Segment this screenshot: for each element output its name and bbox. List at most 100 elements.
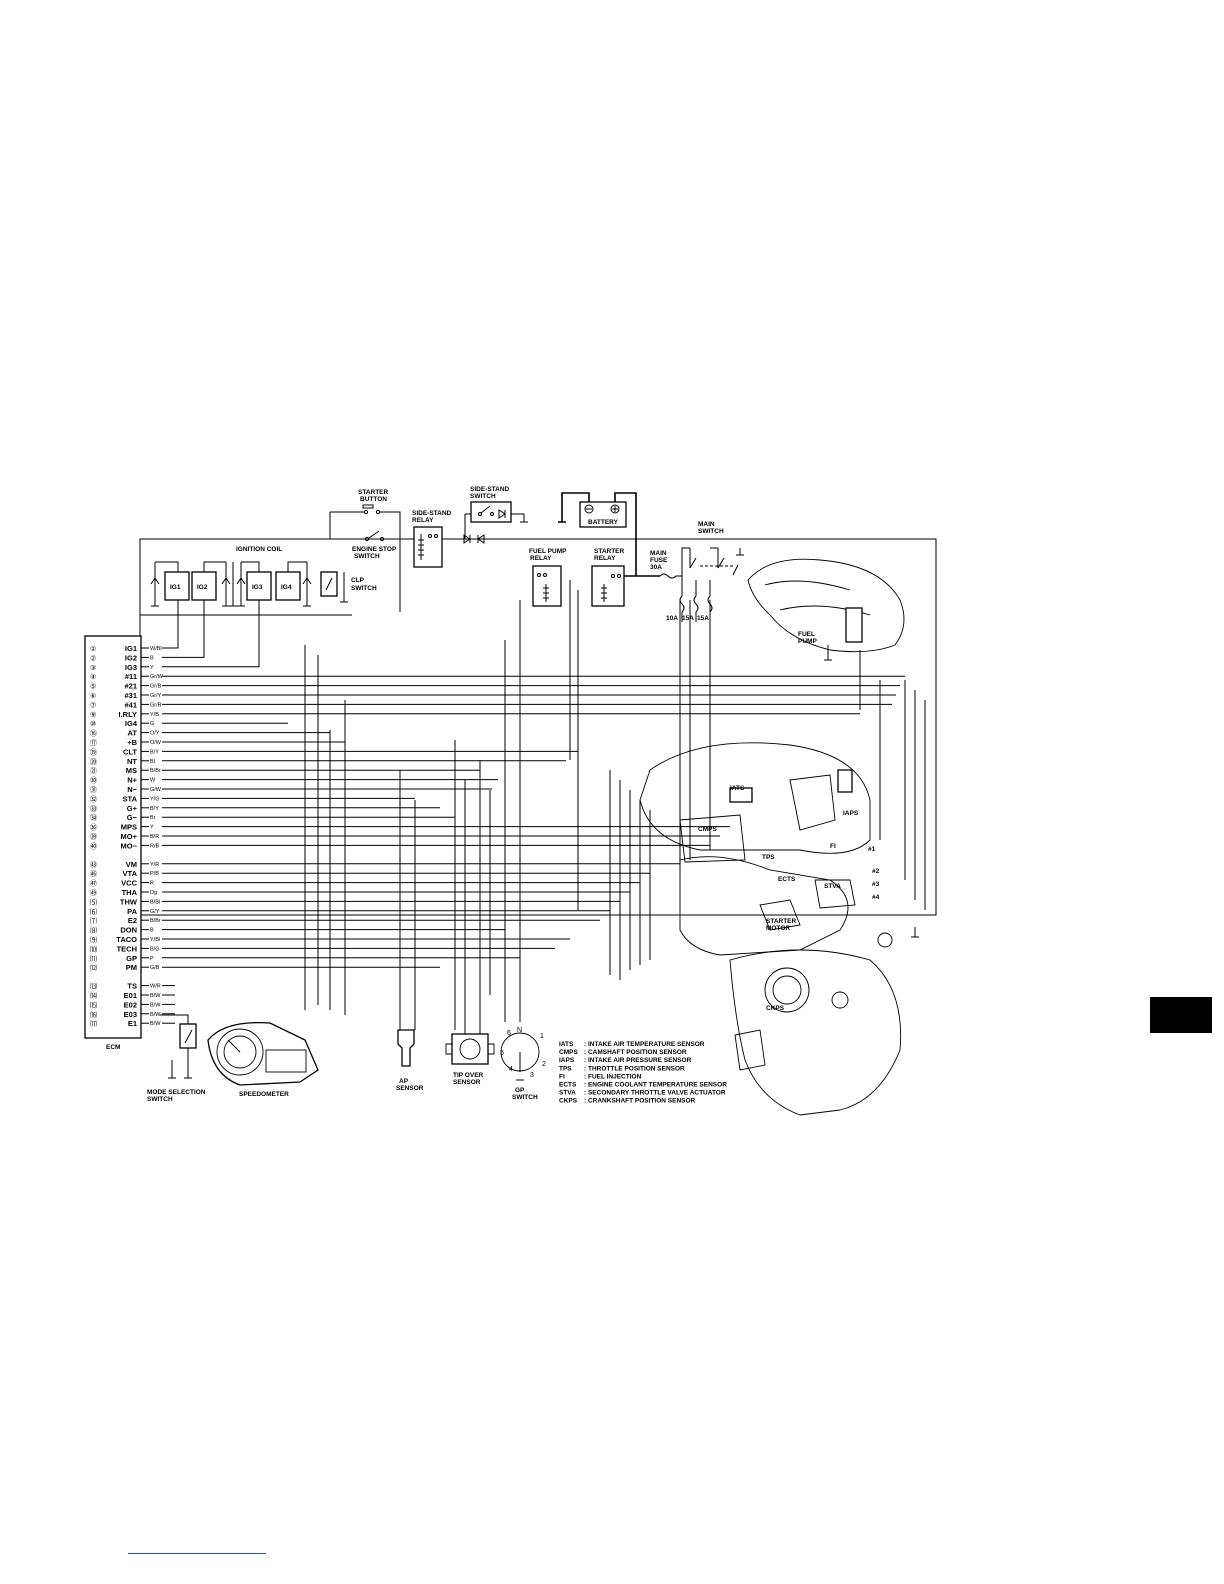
ecm-wire-color: O/Y [150, 731, 160, 737]
ecm-pin-name: G+ [127, 804, 138, 813]
side-stand-switch-label-line1: SIDE-STAND [470, 486, 510, 493]
ig2-label: IG2 [197, 584, 208, 591]
ap-sensor: AP SENSOR [396, 1029, 424, 1092]
ecm-pin-name: G− [127, 813, 138, 822]
ecm-wire-color: B/W [150, 993, 161, 999]
speedometer-label: SPEEDOMETER [239, 1091, 289, 1098]
ecm-pin-number: ③ [90, 664, 96, 672]
starter-motor-label-line2: MOTOR [766, 925, 790, 932]
diodes [463, 534, 485, 544]
ecm-wire-color: Y/G [150, 796, 159, 802]
fuel-pump-relay: FUEL PUMP RELAY [529, 548, 567, 607]
ecm-pin-number: ⑯ [90, 730, 97, 738]
starter-motor-label-line1: STARTER [766, 918, 797, 925]
ects-label: ECTS [778, 876, 796, 883]
ignition-coil-group: IGNITION COIL IG1 IG2 IG3 IG4 [150, 546, 312, 607]
legend-desc: : CAMSHAFT POSITION SENSOR [584, 1049, 687, 1056]
main-switch: MAIN SWITCH [681, 521, 744, 576]
ecm-wire-color: B/Br [150, 768, 161, 774]
legend-desc: : CRANKSHAFT POSITION SENSOR [584, 1098, 696, 1105]
fuse-block: 10A 15A 15A [666, 576, 713, 622]
ecm-pin-name: E01 [124, 991, 137, 1000]
cmps-label: CMPS [698, 826, 717, 833]
engine-illustration: IATS IAPS CMPS FI TPS ECTS STVA STARTER … [639, 742, 919, 1116]
starter-relay: STARTER RELAY [591, 548, 660, 607]
ecm-pin-number: ⑨ [90, 711, 96, 719]
fuel-tank: FUEL PUMP [747, 558, 905, 661]
injector-2-label: #2 [872, 868, 880, 875]
section-tab-marker [1150, 997, 1212, 1033]
ignition-coil-1: IG1 [150, 562, 190, 607]
ap-sensor-label-line2: SENSOR [396, 1085, 424, 1092]
fuel-pump-label-line1: FUEL [798, 631, 815, 638]
ecm-wire-color: Y [150, 825, 154, 831]
speedometer: SPEEDOMETER [207, 1021, 319, 1098]
ecm-pin-number: ④ [90, 673, 96, 681]
clp-switch-label-line1: CLP [351, 577, 365, 584]
ecm-wire-color: B/R [150, 834, 159, 840]
ignition-coil-label: IGNITION COIL [236, 546, 282, 553]
ecm-pin-name: VM [126, 860, 137, 869]
ecm-pin-name: THA [122, 888, 138, 897]
ig1-label: IG1 [170, 584, 181, 591]
ecm-wire-color: B/Y [150, 806, 159, 812]
ecm-pin-number: ⑳ [90, 758, 97, 766]
main-fuse-label-line3: 30A [650, 564, 662, 571]
ecm-pin-name: +B [127, 738, 137, 747]
abbreviation-legend: IATS: INTAKE AIR TEMPERATURE SENSORCMPS:… [559, 1041, 727, 1105]
clp-switch-label-line2: SWITCH [351, 585, 377, 592]
gp-switch-label-line1: GP [515, 1087, 525, 1094]
ecm-pin-name: MPS [121, 823, 137, 832]
ecm-pin-name: E2 [128, 916, 137, 925]
ecm-wire-color: Y/B [150, 712, 159, 718]
ecm-pin-number: ㉞ [90, 814, 97, 822]
legend-abbr: ECTS [559, 1082, 577, 1089]
injector-1-label: #1 [868, 846, 876, 853]
ecm-pin-name: VCC [121, 879, 137, 888]
tip-over-sensor-label-line1: TIP OVER [453, 1072, 484, 1079]
ecm-wire-color: B/W [150, 1002, 161, 1008]
ecm-pin-name: PM [126, 963, 137, 972]
ecm-pin-name: CLT [123, 747, 137, 756]
ecm-pin-number: ⑥ [90, 692, 96, 700]
ecm-pin-number: ⑻ [90, 926, 97, 935]
ecm-pin-number: ㊱ [90, 824, 97, 832]
tps-label: TPS [762, 854, 775, 861]
legend-desc: : INTAKE AIR PRESSURE SENSOR [584, 1057, 692, 1064]
ecm-wire-color: Y/Bl [150, 937, 160, 943]
ecm-pin-name: IG2 [125, 653, 137, 662]
harness-wires [162, 545, 937, 1040]
gp-pos-2: 2 [542, 1061, 546, 1068]
ecm-pin-name: AT [128, 729, 138, 738]
ecm-pin-name: TS [127, 982, 137, 991]
ecm-pin-name: #11 [125, 672, 137, 681]
ecm-wire-color: Gr/B [150, 684, 162, 690]
ecm-pin-name: TECH [117, 944, 137, 953]
fuel-pump-relay-label-line1: FUEL PUMP [529, 548, 567, 555]
fuse-15a-label-1: 15A [682, 615, 694, 622]
battery: BATTERY [558, 492, 637, 576]
ecm-wire-color: Y [150, 665, 154, 671]
side-stand-switch: SIDE-STAND SWITCH [464, 486, 528, 539]
ecm-pin-name: VTA [123, 869, 138, 878]
mode-selection-switch-label-line1: MODE SELECTION [147, 1089, 206, 1096]
ecm-pin-number: ㉚ [90, 777, 97, 785]
ecm-pin-number: ㉝ [90, 805, 97, 813]
ecm-pin-number: ㊻ [90, 870, 97, 878]
ecm-pin-name: TACO [116, 935, 137, 944]
ecm-pin-number: ⑸ [90, 897, 97, 906]
stva-label: STVA [824, 883, 841, 890]
legend-abbr: STVA [559, 1090, 576, 1097]
ecm-pin-number: ⑿ [90, 963, 97, 972]
ignition-coil-3: IG3 [236, 562, 272, 607]
ecm-pin-number: ㊾ [90, 889, 97, 897]
ecm-pin-name: #21 [124, 682, 137, 691]
ecm-pin-name: THW [120, 897, 138, 906]
ecm-wire-color: B/G [150, 946, 159, 952]
ecm-wire-color: R [150, 881, 154, 887]
engine-stop-switch: ENGINE STOP SWITCH [352, 530, 397, 560]
ecm-wire-color: B/Y [150, 749, 159, 755]
starter-button-label-line2: BUTTON [360, 496, 387, 503]
